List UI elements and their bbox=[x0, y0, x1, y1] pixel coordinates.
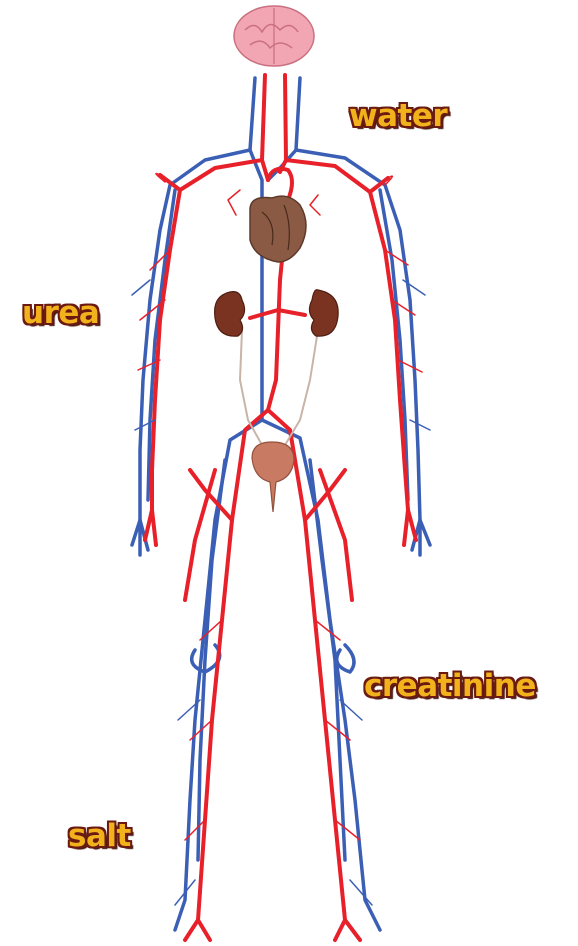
bladder-icon bbox=[252, 442, 294, 512]
heart-icon bbox=[250, 196, 306, 262]
kidney-icon bbox=[215, 292, 245, 337]
label-salt: salt bbox=[68, 821, 131, 852]
brain-icon bbox=[234, 6, 314, 66]
label-creatinine: creatinine bbox=[364, 671, 536, 702]
label-urea: urea bbox=[22, 298, 99, 329]
kidney-icon bbox=[309, 290, 338, 336]
label-water: water bbox=[349, 101, 447, 132]
